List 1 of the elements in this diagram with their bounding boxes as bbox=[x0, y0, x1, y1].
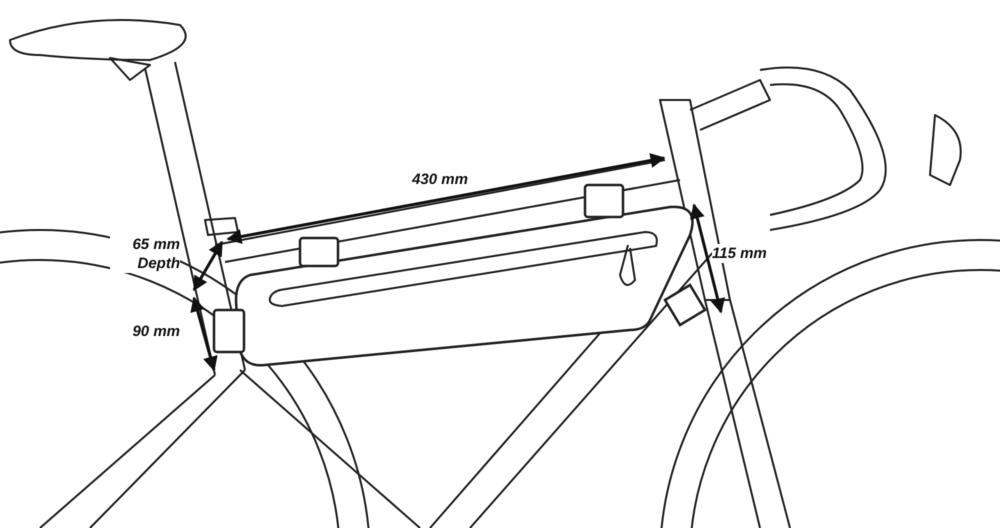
dimension-label: 65 mm Depth bbox=[110, 235, 180, 273]
